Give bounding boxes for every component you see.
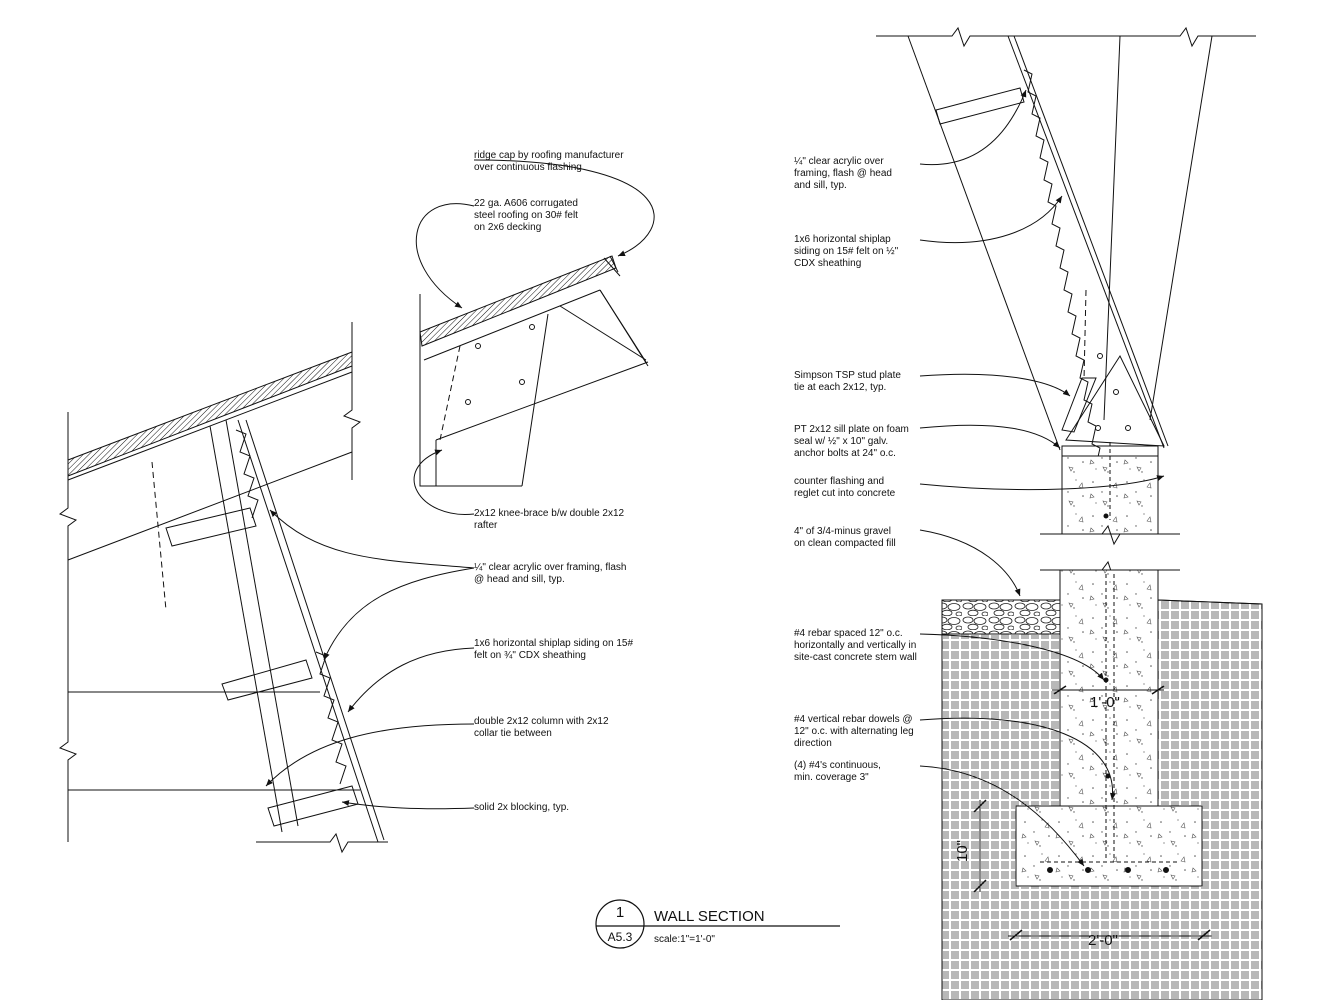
note-acrylic-right: ¼" clear acrylic over framing, flash @ h… — [794, 156, 892, 191]
dimension-footing-depth: 10" — [954, 839, 971, 862]
note-steel-roofing: 22 ga. A606 corrugated steel roofing on … — [474, 198, 578, 233]
note-counter-flashing: counter flashing and reglet cut into con… — [794, 476, 896, 499]
note-rebar-dowels: #4 vertical rebar dowels @ 12" o.c. with… — [794, 714, 914, 749]
title-block — [595, 899, 840, 949]
left-wall-section — [58, 322, 475, 854]
note-siding-right: 1x6 horizontal shiplap siding on 15# fel… — [794, 234, 899, 269]
sheet-number: A5.3 — [607, 930, 633, 944]
note-acrylic-left: ¼" clear acrylic over framing, flash @ h… — [474, 562, 627, 585]
note-ridge-cap: ridge cap by roofing manufacturer over c… — [474, 150, 624, 173]
right-wall-section — [876, 26, 1263, 1000]
drawing-scale: scale:1"=1'-0" — [654, 934, 715, 945]
note-gravel: 4" of 3/4-minus gravel on clean compacte… — [794, 526, 896, 549]
detail-number: 1 — [615, 904, 625, 921]
note-simpson-tie: Simpson TSP stud plate tie at each 2x12,… — [794, 370, 901, 393]
ridge-detail — [413, 159, 655, 515]
dimension-footing-width: 2'-0" — [1088, 932, 1118, 949]
note-continuous-bars: (4) #4's continuous, min. coverage 3" — [794, 760, 881, 783]
dimension-stem-width: 1'-0" — [1090, 694, 1120, 711]
note-siding-left: 1x6 horizontal shiplap siding on 15# fel… — [474, 638, 633, 661]
note-blocking: solid 2x blocking, typ. — [474, 802, 570, 813]
note-sill-plate: PT 2x12 sill plate on foam seal w/ ½" x … — [794, 424, 909, 459]
note-knee-brace: 2x12 knee-brace b/w double 2x12 rafter — [474, 508, 625, 531]
note-rebar-spaced: #4 rebar spaced 12" o.c. horizontally an… — [794, 628, 917, 663]
note-double-column: double 2x12 column with 2x12 collar tie … — [474, 716, 609, 739]
drawing-title: WALL SECTION — [654, 908, 765, 925]
